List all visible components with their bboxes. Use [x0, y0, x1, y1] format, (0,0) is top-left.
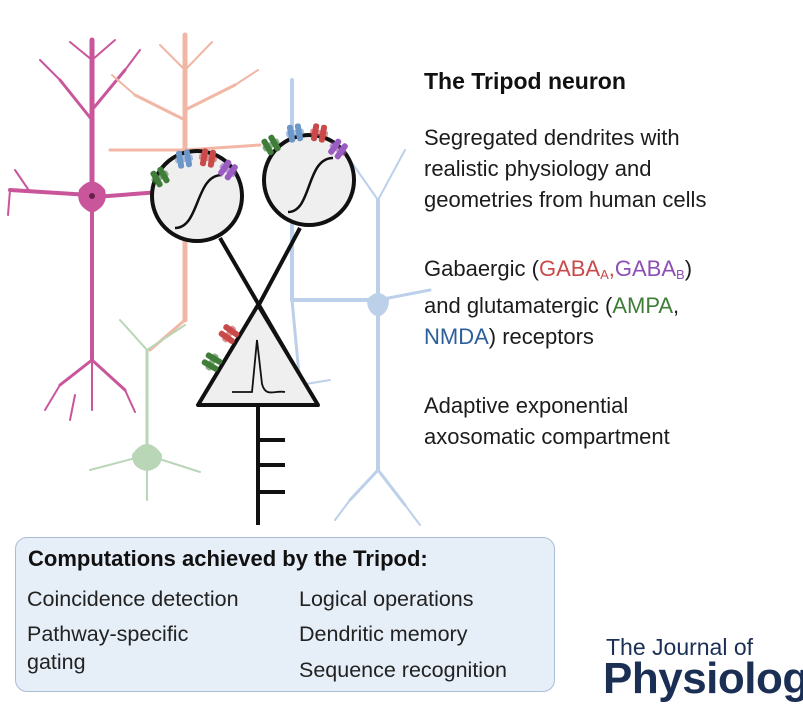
computations-panel: [15, 537, 555, 692]
receptor-text: and glutamatergic (: [424, 293, 613, 318]
computation-item: gating: [27, 650, 86, 674]
soma-description: Adaptive exponential axosomatic compartm…: [424, 390, 670, 452]
soma-line: axosomatic compartment: [424, 424, 670, 449]
computation-item: Coincidence detection: [27, 587, 239, 611]
receptors-line-3: NMDA) receptors: [424, 321, 692, 352]
receptors-line-1: Gabaergic (GABAA,GABAB): [424, 253, 692, 290]
dendrites-description: Segregated dendrites with realistic phys…: [424, 122, 706, 215]
green-neuron-illustration: [89, 319, 201, 501]
receptor-text: ) receptors: [488, 324, 594, 349]
dendrites-line: realistic physiology and: [424, 156, 652, 181]
nmda-label: NMDA: [424, 324, 489, 349]
dendrites-line: Segregated dendrites with: [424, 125, 680, 150]
gaba-a-text: GABA: [538, 256, 601, 281]
computation-item: Pathway-specific: [27, 622, 189, 646]
receptors-description: Gabaergic (GABAA,GABAB) and glutamatergi…: [424, 253, 692, 352]
blue-neuron-illustration: [290, 78, 432, 526]
computation-item: Dendritic memory: [299, 622, 468, 646]
computations-title: Computations achieved by the Tripod:: [28, 546, 428, 571]
axon: [256, 405, 285, 525]
ampa-label: AMPA: [612, 293, 674, 318]
journal-logo-line-2: Physiology: [603, 654, 803, 703]
right-dendrite-compartment: [262, 133, 356, 227]
gaba-a-subscript: A: [600, 267, 609, 282]
comma: ,: [608, 256, 615, 281]
diagram-title: The Tripod neuron: [424, 68, 626, 94]
gaba-a-label: GABAA: [538, 256, 609, 282]
journal-logo-line-1: The Journal of: [606, 634, 754, 660]
gaba-b-subscript: B: [676, 267, 685, 282]
gaba-b-text: GABA: [614, 256, 677, 281]
receptor-text: ): [684, 256, 693, 281]
receptor-text: ,: [673, 293, 680, 318]
computation-item: Logical operations: [299, 587, 474, 611]
pink-neuron-illustration: [7, 37, 162, 421]
receptor-text: Gabaergic (: [424, 256, 539, 281]
receptors-line-2: and glutamatergic (AMPA,: [424, 290, 692, 321]
computation-item: Sequence recognition: [299, 658, 507, 682]
dendrites-line: geometries from human cells: [424, 187, 707, 212]
soma-line: Adaptive exponential: [424, 393, 629, 418]
gaba-b-label: GABAB: [614, 256, 685, 282]
